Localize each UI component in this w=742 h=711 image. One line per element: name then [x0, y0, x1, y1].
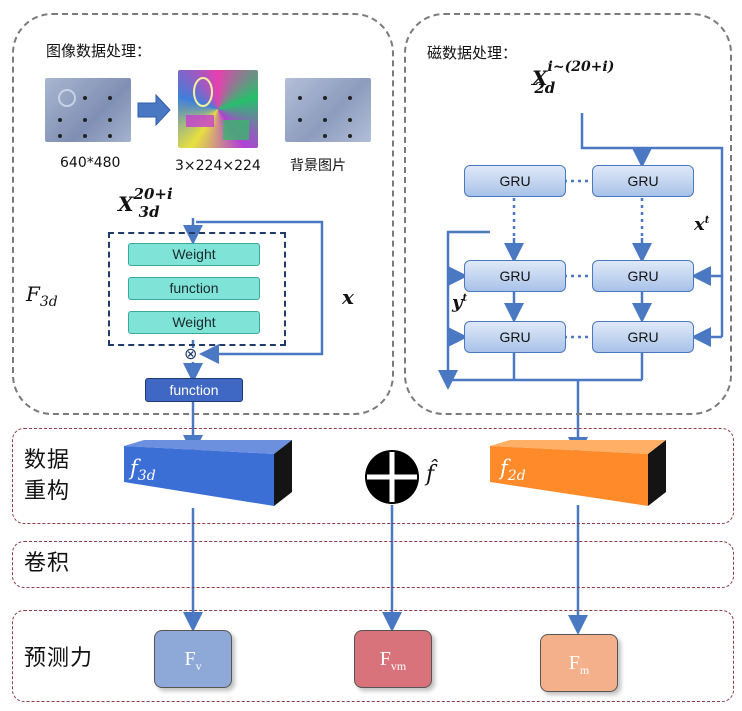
image-panel-title: 图像数据处理： [46, 42, 152, 60]
yt-label: yt [452, 292, 468, 313]
x3d-label: X20+i3d [118, 185, 173, 221]
segmented-image-caption: 3×224×224 [175, 158, 261, 174]
gru-r1-c2: GRU [592, 165, 694, 197]
f3d-feature-bar [124, 440, 292, 506]
function-box: function [145, 378, 243, 402]
conv-band [12, 541, 734, 588]
raw-image-caption: 640*480 [60, 155, 121, 171]
multiply-icon: ⊗ [184, 344, 198, 363]
reconstruct-band [12, 428, 734, 524]
background-image [285, 78, 371, 142]
f3d-feature-label: f3d [130, 456, 156, 485]
magnetic-processing-panel [404, 13, 732, 415]
x2d-label: Xi~(20+i)2d [532, 59, 615, 97]
weight-block [108, 232, 286, 346]
fv-output: Fv [154, 630, 232, 688]
gru-r1-c1: GRU [464, 165, 566, 197]
gru-r3-c1: GRU [464, 321, 566, 353]
image-processing-panel [12, 13, 394, 415]
function-layer: function [128, 277, 260, 300]
predict-label: 预测力 [24, 646, 94, 671]
f2d-feature-bar [490, 440, 666, 506]
fvm-output: Fvm [354, 630, 432, 688]
right-arrow-icon [137, 93, 171, 127]
segmented-image [178, 70, 258, 148]
f2d-feature-label: f2d [500, 456, 526, 485]
reconstruct-label: 数据重构 [24, 448, 71, 504]
xt-label: xt [694, 214, 710, 235]
mag-panel-title: 磁数据处理： [427, 44, 518, 62]
weight-layer-1: Weight [128, 243, 260, 266]
weight-layer-2: Weight [128, 311, 260, 334]
conv-label: 卷积 [24, 551, 71, 576]
gru-r2-c2: GRU [592, 260, 694, 292]
f3d-label: F3d [26, 282, 58, 310]
fm-output: Fm [540, 634, 618, 692]
x-label: x [342, 285, 354, 309]
fhat-label: f̂ [426, 462, 435, 487]
gru-r3-c2: GRU [592, 321, 694, 353]
background-image-caption: 背景图片 [290, 158, 346, 174]
predict-band [12, 610, 734, 702]
gru-r2-c1: GRU [464, 260, 566, 292]
raw-image [45, 78, 131, 142]
fusion-icon [365, 450, 419, 504]
